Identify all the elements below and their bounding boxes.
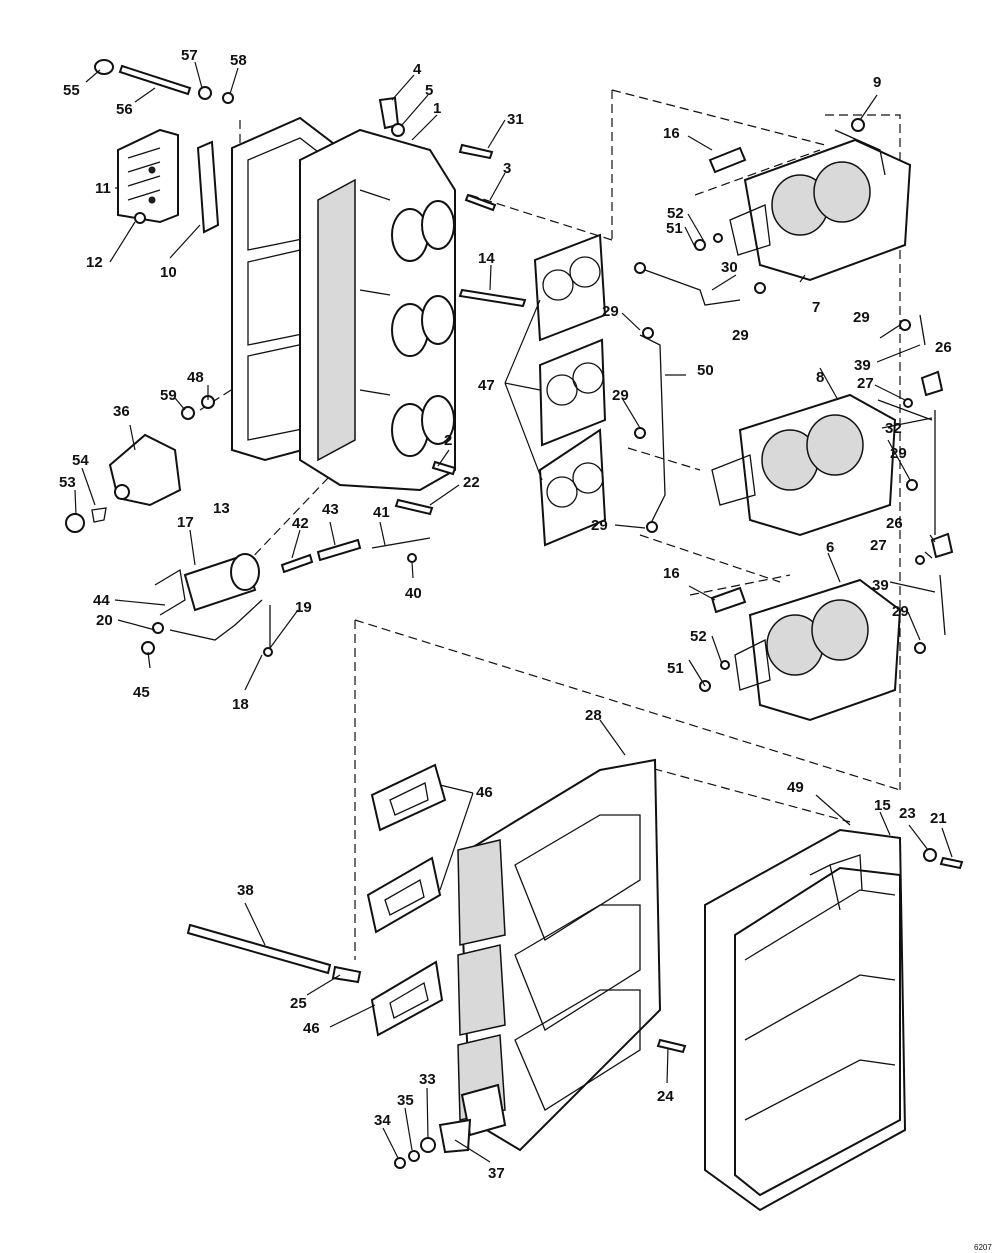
callout-12: 12 <box>86 254 103 271</box>
callout-19: 19 <box>295 599 312 616</box>
linkage-and-hoses <box>634 146 954 692</box>
callout-16-top: 16 <box>663 125 680 142</box>
callout-36: 36 <box>113 403 130 420</box>
solenoid-assembly <box>141 537 431 657</box>
callout-44: 44 <box>93 592 110 609</box>
carburetor-gasket-parts <box>533 233 607 547</box>
callout-51-bottom: 51 <box>667 660 684 677</box>
callout-56: 56 <box>116 101 133 118</box>
callout-6: 6 <box>826 539 834 556</box>
callout-39-top: 39 <box>854 357 871 374</box>
callout-8: 8 <box>816 369 824 386</box>
callout-46-top: 46 <box>476 784 493 801</box>
callout-54: 54 <box>72 452 89 469</box>
callout-15: 15 <box>874 797 891 814</box>
tube-part <box>186 923 362 984</box>
callout-22: 22 <box>463 474 480 491</box>
callout-37: 37 <box>488 1165 505 1182</box>
callout-34: 34 <box>374 1112 391 1129</box>
callout-29-a: 29 <box>602 303 619 320</box>
callout-1: 1 <box>433 100 441 117</box>
callout-29-e: 29 <box>890 445 907 462</box>
callout-53: 53 <box>59 474 76 491</box>
callout-leaders <box>74 61 953 1163</box>
drawing-code: 6207 <box>974 1243 992 1252</box>
callout-31: 31 <box>507 111 524 128</box>
callout-10: 10 <box>160 264 177 281</box>
callout-35: 35 <box>397 1092 414 1109</box>
callout-labels: 1 2 3 4 5 6 7 8 9 10 11 12 13 14 15 16 1… <box>59 47 992 1252</box>
callout-26-bottom: 26 <box>886 515 903 532</box>
callout-52-bottom: 52 <box>690 628 707 645</box>
intake-manifold-part <box>299 128 456 492</box>
callout-49: 49 <box>787 779 804 796</box>
callout-47: 47 <box>478 377 495 394</box>
callout-46-bottom: 46 <box>303 1020 320 1037</box>
carburetor-bottom-part <box>734 578 902 722</box>
callout-23: 23 <box>899 805 916 822</box>
callout-38: 38 <box>237 882 254 899</box>
callout-41: 41 <box>373 504 390 521</box>
callout-39-bottom: 39 <box>872 577 889 594</box>
bracket-part <box>65 395 215 533</box>
callout-45: 45 <box>133 684 150 701</box>
callout-43: 43 <box>322 501 339 518</box>
callout-3: 3 <box>503 160 511 177</box>
callout-4: 4 <box>413 61 422 78</box>
carburetor-top-part <box>729 118 912 282</box>
callout-51-top: 51 <box>666 220 683 237</box>
callout-7: 7 <box>812 299 820 316</box>
callout-11: 11 <box>95 180 111 197</box>
callout-20: 20 <box>96 612 113 629</box>
silencer-cover-part <box>704 828 907 1212</box>
callout-24: 24 <box>657 1088 674 1105</box>
callout-27-bottom: 27 <box>870 537 887 554</box>
callout-18: 18 <box>232 696 249 713</box>
lower-hardware <box>394 848 964 1169</box>
callout-29-g: 29 <box>892 603 909 620</box>
cover-gasket-part <box>196 140 220 234</box>
silencer-gasket-parts <box>366 763 447 1037</box>
callout-32: 32 <box>885 420 902 437</box>
callout-29-f: 29 <box>591 517 608 534</box>
callout-50: 50 <box>697 362 714 379</box>
callout-48: 48 <box>187 369 204 386</box>
callout-58: 58 <box>230 52 247 69</box>
callout-25: 25 <box>290 995 307 1012</box>
callout-55: 55 <box>63 82 80 99</box>
callout-27-top: 27 <box>857 375 874 392</box>
callout-30: 30 <box>721 259 738 276</box>
cover-part <box>117 128 179 224</box>
callout-28: 28 <box>585 707 602 724</box>
callout-29-b: 29 <box>732 327 749 344</box>
callout-33: 33 <box>419 1071 436 1088</box>
silencer-base-part <box>457 758 662 1152</box>
callout-14: 14 <box>478 250 495 267</box>
carburetor-center-part <box>711 393 897 537</box>
callout-29-c: 29 <box>853 309 870 326</box>
callout-17: 17 <box>177 514 194 531</box>
callout-5: 5 <box>425 82 433 99</box>
callout-21: 21 <box>930 810 947 827</box>
callout-40: 40 <box>405 585 422 602</box>
callout-57: 57 <box>181 47 198 64</box>
callout-59: 59 <box>160 387 177 404</box>
callout-42: 42 <box>292 515 309 532</box>
callout-13: 13 <box>213 500 230 517</box>
callout-26-top: 26 <box>935 339 952 356</box>
callout-2: 2 <box>444 432 452 449</box>
callout-16-bottom: 16 <box>663 565 680 582</box>
callout-52-top: 52 <box>667 205 684 222</box>
callout-29-d: 29 <box>612 387 629 404</box>
callout-9: 9 <box>873 74 881 91</box>
